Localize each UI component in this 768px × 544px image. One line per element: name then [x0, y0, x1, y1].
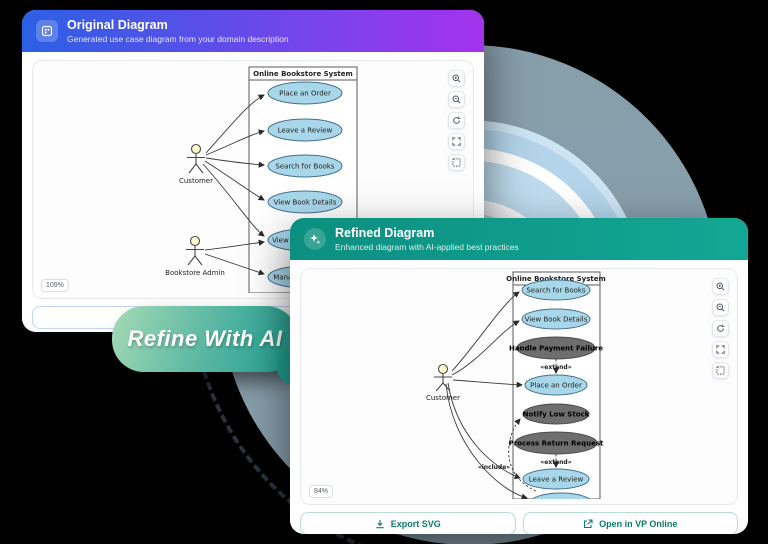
export-svg-label: Export SVG: [390, 518, 441, 529]
stereotype-include: «include»: [478, 464, 510, 471]
fullscreen-button[interactable]: [712, 362, 729, 379]
refined-diagram-controls: [712, 278, 729, 379]
actor-label: Customer: [179, 177, 213, 185]
actor-customer: [434, 363, 452, 392]
original-diagram-controls: [448, 70, 465, 171]
stereotype-extend: «extend»: [540, 459, 571, 466]
usecase-label: Search for Books: [526, 287, 586, 295]
zoom-out-button[interactable]: [712, 299, 729, 316]
original-panel-header: Original Diagram Generated use case diag…: [22, 10, 484, 52]
refined-diagram-panel: Refined Diagram Enhanced diagram with AI…: [290, 218, 748, 534]
usecase-label: View Book Details: [525, 316, 588, 324]
refined-panel-header: Refined Diagram Enhanced diagram with AI…: [290, 218, 748, 260]
original-panel-subtitle: Generated use case diagram from your dom…: [67, 33, 289, 44]
refined-panel-title: Refined Diagram: [335, 225, 435, 240]
refined-diagram-canvas[interactable]: Online Bookstore System «include» «exten…: [300, 268, 738, 505]
refined-panel-subtitle: Enhanced diagram with AI-applied best pr…: [335, 241, 519, 252]
usecase-label: Place an Order: [530, 382, 582, 390]
actor-label: Bookstore Admin: [165, 269, 225, 277]
fit-view-button[interactable]: [448, 133, 465, 150]
reset-view-button[interactable]: [712, 320, 729, 337]
refined-system-title: Online Bookstore System: [506, 275, 606, 283]
actor-label: Customer: [426, 394, 460, 402]
refined-usecase-diagram: Online Bookstore System «include» «exten…: [426, 271, 606, 504]
zoom-level-badge: 84%: [309, 485, 334, 498]
fit-view-button[interactable]: [712, 341, 729, 358]
stereotype-extend: «extend»: [540, 364, 571, 371]
usecase-label: Leave a Review: [278, 127, 333, 135]
actor-customer: [187, 143, 205, 174]
original-panel-title: Original Diagram: [67, 17, 168, 32]
usecase-label: View Book Details: [274, 199, 337, 207]
sparkles-icon: [304, 228, 326, 250]
usecase-label: Process Return Request: [509, 440, 604, 448]
open-in-vp-online-label: Open in VP Online: [599, 518, 678, 529]
fullscreen-button[interactable]: [448, 154, 465, 171]
zoom-in-button[interactable]: [712, 278, 729, 295]
usecase-label: Search for Books: [275, 163, 335, 171]
usecase-label: Notify Low Stock: [523, 411, 590, 419]
open-in-vp-online-button[interactable]: Open in VP Online: [522, 512, 738, 534]
zoom-level-badge: 109%: [41, 279, 69, 292]
zoom-in-button[interactable]: [448, 70, 465, 87]
usecase-label: Leave a Review: [529, 476, 584, 484]
usecase-label: Place an Order: [279, 90, 331, 98]
actor-bookstore-admin: [186, 235, 204, 266]
export-svg-button[interactable]: Export SVG: [300, 512, 516, 534]
refine-with-ai-callout: Refine With AI: [112, 306, 310, 388]
original-system-title: Online Bookstore System: [253, 70, 353, 78]
callout-label: Refine With AI: [127, 326, 283, 351]
diagram-icon: [36, 20, 58, 42]
zoom-out-button[interactable]: [448, 91, 465, 108]
reset-view-button[interactable]: [448, 112, 465, 129]
usecase-label: Handle Payment Failure: [509, 345, 603, 353]
